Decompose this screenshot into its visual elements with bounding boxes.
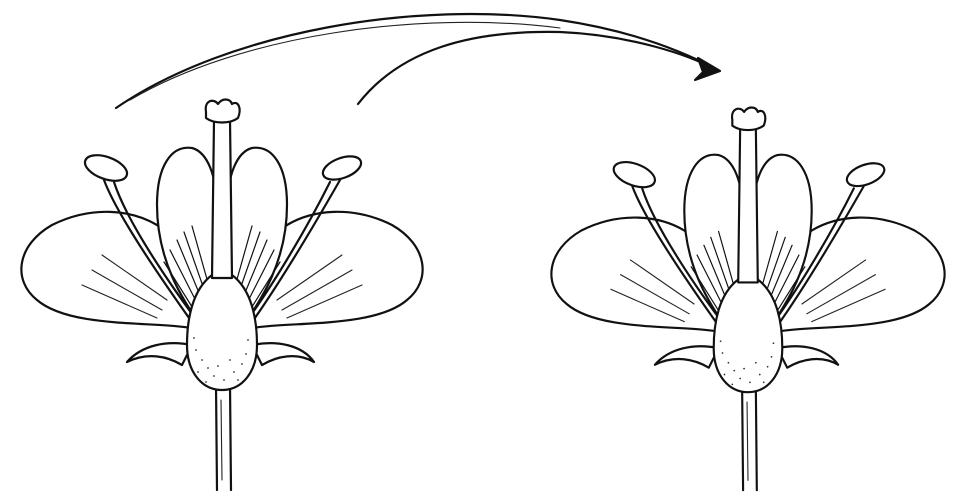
flower-left [21,100,422,491]
flower-right [551,108,944,491]
pollen-transfer-arrow [116,14,720,108]
arrow-head-icon [695,58,720,80]
